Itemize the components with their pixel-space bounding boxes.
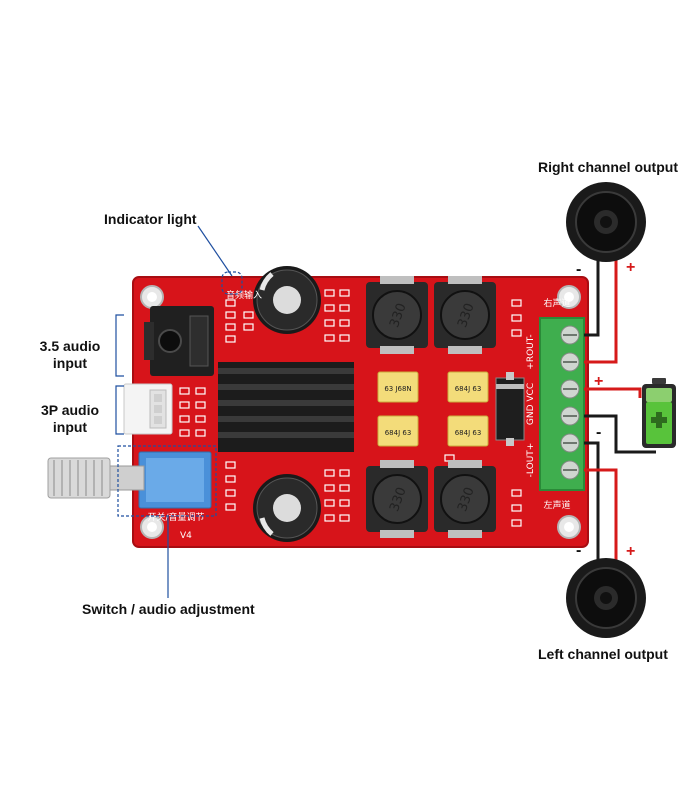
silk-switch-volume: 开关/音量调节 xyxy=(147,511,204,523)
indicator-leader xyxy=(197,225,233,277)
audio-jack-35 xyxy=(144,306,214,376)
silk-version: V4 xyxy=(180,531,192,541)
switch-audio-label: Switch / audio adjustment xyxy=(82,601,255,617)
potentiometer-outline xyxy=(117,445,217,517)
audio-3p-label-line2: input xyxy=(52,419,88,435)
audio-3p-label: 3P audio input xyxy=(30,402,110,436)
inductor: 330 xyxy=(366,460,428,538)
capacitor-marking: 684J 63 xyxy=(455,385,482,393)
film-capacitor: 684J 63 xyxy=(447,415,489,447)
diode xyxy=(495,372,525,446)
inductor: 330 xyxy=(366,276,428,354)
terminal-screw xyxy=(560,379,580,399)
potentiometer xyxy=(47,451,212,509)
indicator-light-label: Indicator light xyxy=(104,211,197,227)
smd-pads xyxy=(179,289,522,527)
amplifier-board: 330 330 330 330 63 J68N xyxy=(47,266,589,548)
inductor: 330 xyxy=(434,460,496,538)
mounting-hole xyxy=(557,515,581,539)
audio35-bracket xyxy=(115,314,124,377)
audio-35-label-line1: 3.5 audio xyxy=(39,338,101,354)
electrolytic-capacitor-top xyxy=(253,266,321,334)
terminal-screw xyxy=(560,460,580,480)
speaker-icon xyxy=(566,182,646,262)
silk-audio-input: 音频输入 xyxy=(226,289,262,301)
wire-right-negative xyxy=(584,256,600,337)
terminal-screw xyxy=(560,352,580,372)
wire-power-positive xyxy=(584,387,642,398)
mounting-hole xyxy=(557,285,581,309)
audio-3p-label-line1: 3P audio xyxy=(40,402,100,418)
capacitor-marking: 63 J68N xyxy=(384,385,411,393)
capacitor-marking: 684J 63 xyxy=(455,429,482,437)
left-channel-label: Left channel output xyxy=(538,646,668,662)
terminal-screw xyxy=(560,325,580,345)
right-channel-label: Right channel output xyxy=(538,159,678,175)
capacitor-marking: 684J 63 xyxy=(385,429,412,437)
heatsink xyxy=(218,362,354,452)
wire-right-positive xyxy=(584,256,618,364)
wire-power-negative xyxy=(584,414,656,454)
silk-left-channel: 左声道 xyxy=(543,499,570,511)
left-minus-mark: - xyxy=(576,542,581,559)
wires xyxy=(584,256,656,562)
terminal-screw xyxy=(560,406,580,426)
connector-3p xyxy=(123,383,173,435)
audio-35-label: 3.5 audio input xyxy=(30,338,110,372)
power-minus-mark: - xyxy=(596,424,601,441)
indicator-light-outline xyxy=(221,271,243,295)
film-capacitor: 63 J68N xyxy=(377,371,419,403)
silk-lout: -LOUT+ xyxy=(526,443,536,478)
wire-left-negative xyxy=(584,441,600,562)
power-plus-mark: + xyxy=(594,373,603,390)
inductor: 330 xyxy=(434,276,496,354)
wire-left-positive xyxy=(584,468,618,562)
callout-lines xyxy=(115,225,233,598)
callout-outlines xyxy=(117,271,243,517)
right-plus-mark: + xyxy=(626,259,635,276)
audio-35-label-line2: input xyxy=(52,355,88,371)
screw-terminal-block xyxy=(539,317,585,491)
mounting-hole xyxy=(140,285,164,309)
terminal-screw xyxy=(560,433,580,453)
mounting-hole xyxy=(140,515,164,539)
silk-right-channel: 右声道 xyxy=(543,297,570,309)
battery-icon xyxy=(642,378,676,448)
speaker-icon xyxy=(566,558,646,638)
right-minus-mark: - xyxy=(576,261,581,278)
film-capacitor: 684J 63 xyxy=(447,371,489,403)
left-plus-mark: + xyxy=(626,543,635,560)
electrolytic-capacitor-bottom xyxy=(253,474,321,542)
silk-rout: +ROUT- xyxy=(526,334,536,369)
audio3p-bracket xyxy=(115,385,124,435)
film-capacitor: 684J 63 xyxy=(377,415,419,447)
silk-power: GND VCC xyxy=(526,383,536,425)
